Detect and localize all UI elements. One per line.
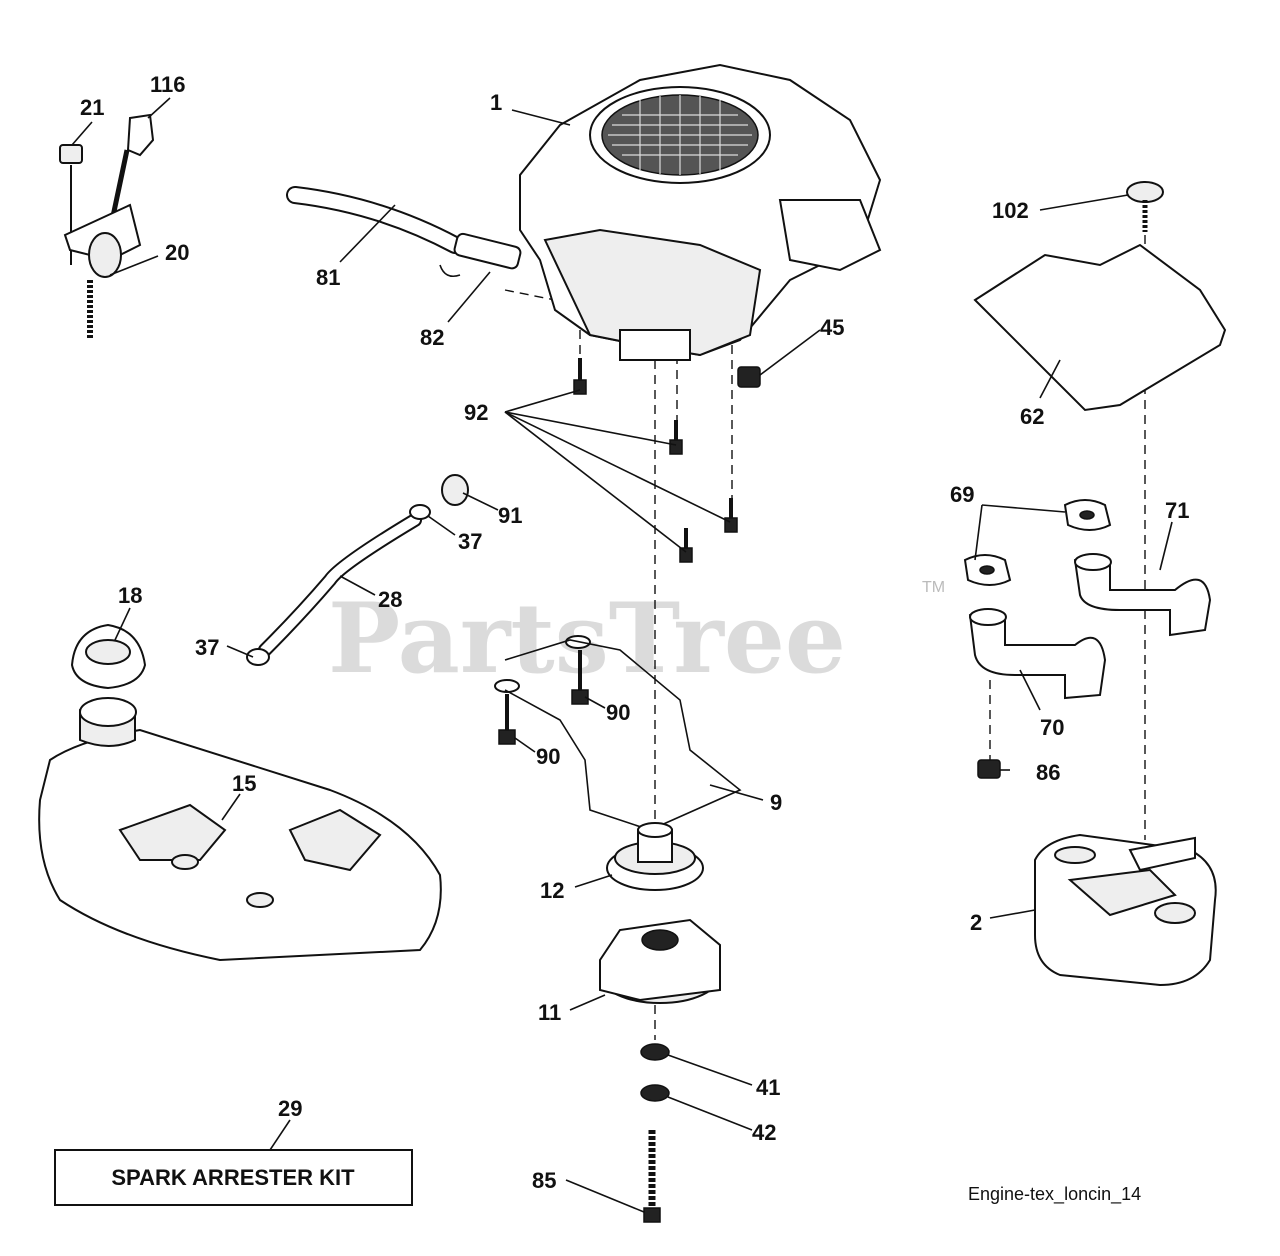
- engine[interactable]: [519, 63, 882, 361]
- muffler-nut[interactable]: [977, 759, 1001, 779]
- heat-shield[interactable]: [973, 243, 1227, 412]
- engine-bolts[interactable]: [573, 358, 738, 563]
- fuel-line-assembly[interactable]: [246, 474, 469, 666]
- callout-102: 102: [992, 198, 1029, 223]
- fuel-filter[interactable]: [439, 232, 522, 278]
- callout-62: 62: [1020, 404, 1044, 429]
- washer-41[interactable]: [640, 1043, 670, 1061]
- engine-nut[interactable]: [737, 366, 761, 388]
- callout-9: 9: [770, 790, 782, 815]
- callout-21: 21: [80, 95, 104, 120]
- callout-45: 45: [820, 315, 844, 340]
- callout-2: 2: [970, 910, 982, 935]
- callout-90-lower: 90: [536, 744, 560, 769]
- callout-69: 69: [950, 482, 974, 507]
- callout-85: 85: [532, 1168, 556, 1193]
- callouts: 1 21 116 20 81 82 45 92 91 37 28 37 18 1…: [80, 72, 1189, 1193]
- watermark-trademark: TM: [922, 579, 945, 596]
- callout-1: 1: [490, 90, 502, 115]
- callout-91: 91: [498, 503, 522, 528]
- callout-20: 20: [165, 240, 189, 265]
- callout-82: 82: [420, 325, 444, 350]
- pto-clutch[interactable]: [599, 918, 721, 1004]
- engine-bracket[interactable]: [504, 639, 742, 831]
- callout-15: 15: [232, 771, 256, 796]
- washer-42[interactable]: [640, 1084, 670, 1102]
- callout-12: 12: [540, 878, 564, 903]
- callout-90-upper: 90: [606, 700, 630, 725]
- callout-81: 81: [316, 265, 340, 290]
- callout-71: 71: [1165, 498, 1189, 523]
- heat-shield-screw[interactable]: [1126, 181, 1164, 232]
- callout-116: 116: [150, 72, 186, 97]
- callout-28: 28: [378, 587, 402, 612]
- callout-29: 29: [278, 1096, 302, 1121]
- exhaust-gaskets[interactable]: [963, 499, 1112, 586]
- callout-70: 70: [1040, 715, 1064, 740]
- callout-92: 92: [464, 400, 488, 425]
- clutch-bolt[interactable]: [643, 1130, 661, 1223]
- callout-11: 11: [538, 1000, 561, 1025]
- fuel-tank[interactable]: [38, 697, 442, 962]
- spark-arrester-kit-label: SPARK ARRESTER KIT: [111, 1165, 355, 1190]
- idler-pulley[interactable]: [606, 822, 704, 891]
- callout-37-upper: 37: [458, 529, 482, 554]
- leader-lines: [71, 97, 1173, 1213]
- muffler[interactable]: [1034, 833, 1217, 987]
- exhaust-pipe-right[interactable]: [1073, 553, 1212, 637]
- callout-18: 18: [118, 583, 142, 608]
- callout-86: 86: [1036, 760, 1060, 785]
- diagram-caption: Engine-tex_loncin_14: [968, 1184, 1141, 1205]
- callout-37-lower: 37: [195, 635, 219, 660]
- exhaust-pipe-left[interactable]: [968, 608, 1107, 700]
- spark-arrester-kit-box: SPARK ARRESTER KIT: [54, 1149, 413, 1206]
- throttle-control[interactable]: [59, 113, 155, 340]
- fuel-cap[interactable]: [70, 623, 147, 690]
- callout-41: 41: [756, 1075, 780, 1100]
- callout-42: 42: [752, 1120, 776, 1145]
